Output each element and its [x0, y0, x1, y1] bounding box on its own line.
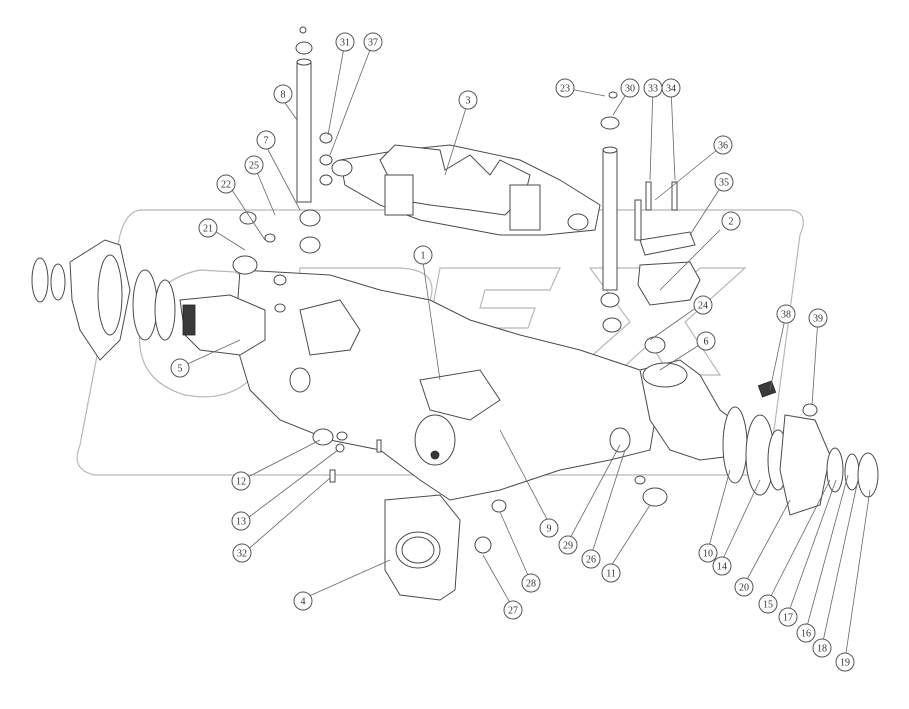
callout-27-label: 27 — [508, 606, 518, 617]
callout-2: 2 — [721, 211, 741, 231]
right-hub-assembly — [722, 380, 879, 516]
axle-frame — [234, 269, 661, 501]
callout-28-label: 28 — [526, 579, 536, 590]
callout-15: 15 — [758, 594, 778, 614]
callout-9: 9 — [539, 518, 559, 538]
callout-18-label: 18 — [817, 644, 827, 655]
callout-25-label: 25 — [249, 161, 259, 172]
callout-10-label: 10 — [703, 549, 713, 560]
callout-15-label: 15 — [763, 600, 773, 611]
callout-21-label: 21 — [203, 224, 213, 235]
callout-4-label: 4 — [301, 597, 306, 608]
callout-13-label: 13 — [236, 517, 246, 528]
callout-14-label: 14 — [717, 562, 727, 573]
callout-20: 20 — [734, 577, 754, 597]
callout-37-label: 37 — [368, 38, 378, 49]
callout-30-label: 30 — [625, 84, 635, 95]
leader-lines — [182, 41, 871, 661]
left-hub-assembly — [31, 239, 266, 361]
callout-6-label: 6 — [704, 337, 709, 348]
callout-34-label: 34 — [666, 84, 676, 95]
callout-28: 28 — [521, 573, 541, 593]
callout-19-label: 19 — [840, 658, 850, 669]
callout-24: 24 — [693, 295, 713, 315]
support-block — [384, 494, 461, 601]
callout-22: 22 — [216, 174, 236, 194]
callout-33: 33 — [643, 78, 663, 98]
callout-22-label: 22 — [221, 180, 231, 191]
callout-26: 26 — [581, 549, 601, 569]
callout-26-label: 26 — [586, 555, 596, 566]
callout-24-label: 24 — [698, 301, 708, 312]
callout-16: 16 — [796, 623, 816, 643]
callout-11: 11 — [601, 563, 621, 583]
callout-11-label: 11 — [606, 569, 616, 580]
callout-34: 34 — [661, 78, 681, 98]
callout-27: 27 — [503, 600, 523, 620]
callout-12-label: 12 — [236, 477, 246, 488]
callout-35-label: 35 — [719, 178, 729, 189]
callout-23: 23 — [555, 78, 575, 98]
callout-17: 17 — [778, 607, 798, 627]
right-kingpin — [600, 116, 701, 354]
callout-17-label: 17 — [783, 613, 793, 624]
callout-1-label: 1 — [421, 251, 426, 262]
callout-2-label: 2 — [729, 217, 734, 228]
callout-29-label: 29 — [563, 541, 573, 552]
callout-7: 7 — [256, 130, 276, 150]
callout-21: 21 — [198, 218, 218, 238]
callout-13: 13 — [231, 511, 251, 531]
callout-4: 4 — [293, 591, 313, 611]
callout-9-label: 9 — [547, 524, 552, 535]
callout-32: 32 — [232, 543, 252, 563]
callout-36-label: 36 — [718, 141, 728, 152]
callout-7-label: 7 — [264, 136, 269, 147]
callout-37: 37 — [363, 32, 383, 52]
right-steering-knuckle — [639, 359, 743, 461]
callout-31: 31 — [335, 32, 355, 52]
callout-38-label: 38 — [781, 310, 791, 321]
callout-14: 14 — [712, 556, 732, 576]
axle-housing-upper — [331, 144, 601, 236]
callout-8-label: 8 — [281, 90, 286, 101]
callout-25: 25 — [244, 155, 264, 175]
callout-35: 35 — [714, 172, 734, 192]
callout-30: 30 — [620, 78, 640, 98]
callout-31-label: 31 — [340, 38, 350, 49]
callout-23-label: 23 — [560, 84, 570, 95]
callout-39: 39 — [808, 308, 828, 328]
small-parts — [299, 26, 668, 554]
callout-3: 3 — [458, 90, 478, 110]
callout-5-label: 5 — [178, 364, 183, 375]
callout-32-label: 32 — [237, 549, 247, 560]
callout-10: 10 — [698, 543, 718, 563]
callout-20-label: 20 — [739, 583, 749, 594]
callout-18: 18 — [812, 638, 832, 658]
callout-38: 38 — [776, 304, 796, 324]
callout-5: 5 — [170, 358, 190, 378]
left-kingpin — [239, 41, 333, 313]
callout-19: 19 — [835, 652, 855, 672]
callout-1: 1 — [413, 245, 433, 265]
callout-16-label: 16 — [801, 629, 811, 640]
callout-6: 6 — [696, 331, 716, 351]
callout-12: 12 — [231, 471, 251, 491]
callout-8: 8 — [273, 84, 293, 104]
callout-36: 36 — [713, 135, 733, 155]
callout-39-label: 39 — [813, 314, 823, 325]
callout-3-label: 3 — [466, 96, 471, 107]
callout-33-label: 33 — [648, 84, 658, 95]
callout-29: 29 — [558, 535, 578, 555]
